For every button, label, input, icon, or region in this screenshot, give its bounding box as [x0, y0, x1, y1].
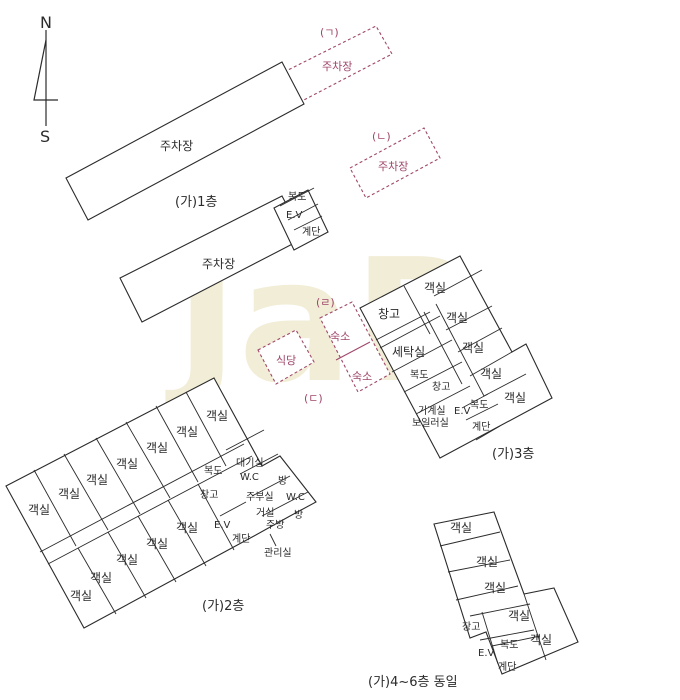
ga-2f-kitchen: 주방 — [266, 519, 284, 531]
ga-4-6f-room-4: 객실 — [508, 609, 530, 623]
ga-4-6f-ev: E.V — [478, 648, 494, 659]
label-nc-cafeteria: 식당 — [276, 354, 296, 367]
ga-2f-room-bottom-1: 객실 — [176, 521, 198, 535]
ga-1f-ev: E.V — [286, 210, 302, 221]
building-ga-2f — [5, 377, 317, 629]
label-na-parking: 주차장 — [322, 60, 352, 73]
ga-2f-caption: (가)2층 — [202, 599, 244, 614]
ga-2f-corridor: 복도 — [204, 465, 222, 477]
ga-2f-room-bottom-3: 객실 — [116, 553, 138, 567]
ga-2f-room-bottom-5: 객실 — [70, 589, 92, 603]
ga-2f-room-top-1: 객실 — [206, 409, 228, 423]
ga-2f-room-bottom-2: 객실 — [146, 537, 168, 551]
ga-2f-room-top-7: 객실 — [28, 503, 50, 517]
compass-north: N — [40, 13, 52, 32]
ga-3f-corridor-b: 복도 — [470, 399, 488, 411]
ga-1f-caption: (가)1층 — [175, 195, 217, 210]
ga-4-6f-storage: 창고 — [462, 621, 480, 633]
building-ga-4-6f — [433, 511, 579, 675]
ga-3f-corridor: 복도 — [410, 369, 428, 381]
ga-3f-room-3: 객실 — [462, 341, 484, 355]
ga-3f-room-4: 객실 — [480, 367, 502, 381]
ga-4-6f-room-5: 객실 — [530, 633, 552, 647]
ga-2f-room-small: 방 — [278, 475, 287, 487]
label-na: (ㄱ) — [320, 26, 339, 39]
ga-2f-wc2: W.C — [286, 492, 305, 503]
compass-south: S — [40, 127, 50, 146]
ga-3f-storage: 창고 — [378, 307, 400, 321]
building-nc-cafeteria — [257, 329, 315, 385]
ga-2f-wc: W.C — [240, 472, 259, 483]
ga-2f-room-top-2: 객실 — [176, 425, 198, 439]
label-nc: (ㄷ) — [304, 392, 323, 405]
building-nd-dorm — [319, 301, 391, 393]
ga-1f-corridor: 복도 — [288, 191, 306, 203]
ga-2f-stairs: 계단 — [232, 533, 250, 545]
ga-2f-room-bottom-4: 객실 — [90, 571, 112, 585]
ga-3f-room-2: 객실 — [446, 311, 468, 325]
ga-2f-room-top-6: 객실 — [58, 487, 80, 501]
ga-2f-room-top-3: 객실 — [146, 441, 168, 455]
ga-2f-office: 주부실 — [246, 491, 274, 503]
label-nb: (ㄴ) — [372, 130, 391, 143]
ga-2f-room-small2: 방 — [294, 509, 303, 521]
ga-3f-stairs: 계단 — [472, 421, 490, 433]
ga-3f-ev: E.V — [454, 406, 470, 417]
ga-2f-room-top-5: 객실 — [86, 473, 108, 487]
label-nd-dorm-a: 숙소 — [330, 330, 350, 343]
ga-3f-machine-room: 기계실 — [418, 405, 446, 417]
ga-3f-storage2: 창고 — [432, 381, 450, 393]
north-arrow-icon — [33, 30, 58, 126]
ga-1f-core — [273, 189, 329, 251]
ga-4-6f-room-3: 객실 — [484, 581, 506, 595]
building-nb-parking — [349, 127, 441, 199]
ga-4-6f-room-1: 객실 — [450, 521, 472, 535]
ga-4-6f-room-2: 객실 — [476, 555, 498, 569]
ga-2f-room-top-4: 객실 — [116, 457, 138, 471]
ga-2f-ev: E.V — [214, 520, 230, 531]
ga-3f-room-1: 객실 — [424, 281, 446, 295]
ga-2f-storage: 창고 — [200, 489, 218, 501]
label-nd-dorm-b: 숙소 — [352, 370, 372, 383]
ga-2f-management: 관리실 — [264, 547, 292, 559]
ga-4-6f-stairs: 계단 — [498, 661, 516, 673]
ga-4-6f-corridor: 복도 — [500, 639, 518, 651]
ga-1f-parking-b-label: 주차장 — [202, 257, 235, 271]
ga-3f-caption: (가)3층 — [492, 447, 534, 462]
ga-1f-stairs: 계단 — [302, 226, 320, 238]
building-ga-1f-parking-a — [65, 61, 305, 221]
ga-2f-living: 거실 — [256, 507, 274, 519]
ga-3f-laundry: 세탁실 — [392, 345, 425, 359]
label-nd: (ㄹ) — [316, 296, 335, 309]
ga-2f-waiting: 대기실 — [236, 457, 264, 469]
label-nb-parking: 주차장 — [378, 160, 408, 173]
ga-1f-parking-a-label: 주차장 — [160, 139, 193, 153]
ga-4-6f-caption: (가)4~6층 동일 — [368, 675, 458, 690]
ga-3f-room-5: 객실 — [504, 391, 526, 405]
building-ga-3f — [359, 255, 553, 459]
ga-3f-boiler-room: 보일러실 — [412, 417, 449, 429]
